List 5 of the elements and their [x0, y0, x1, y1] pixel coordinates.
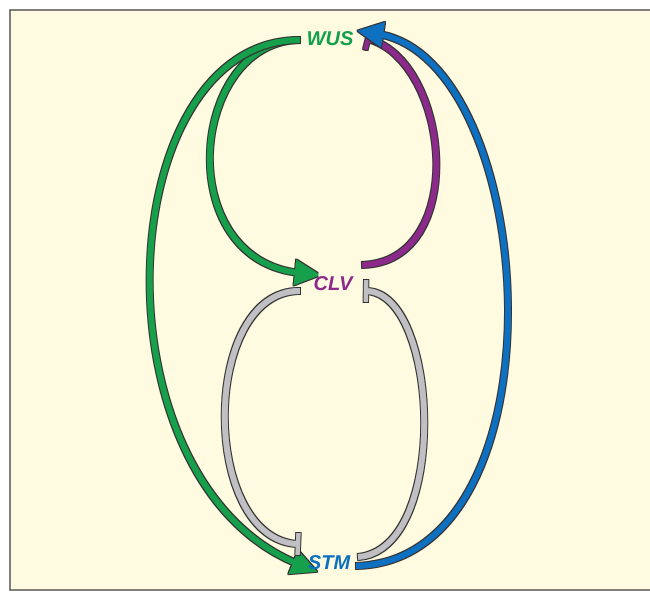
arrow	[355, 24, 511, 569]
gene-label: CLV	[314, 272, 352, 296]
arrow	[146, 37, 316, 575]
gene-label: WUS	[306, 28, 354, 50]
gene-label: STM	[308, 552, 350, 574]
